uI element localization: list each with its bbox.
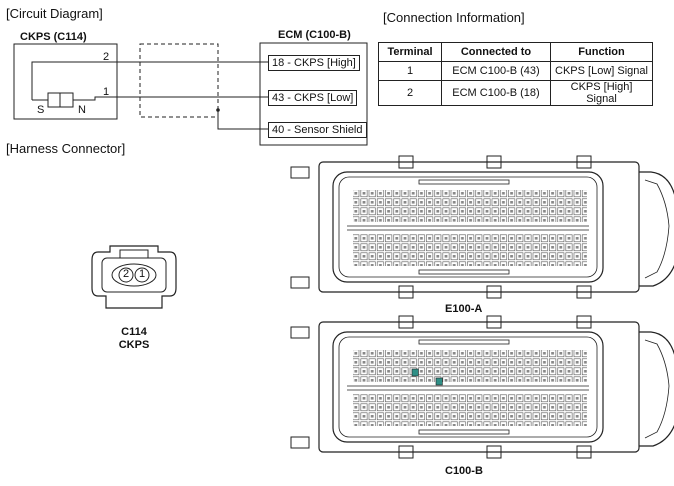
sensor-connector-latch: [119, 249, 149, 259]
connector-label-c100b: C100-B: [445, 465, 483, 477]
ecm-title: ECM (C100-B): [278, 29, 351, 41]
c100b-highlight-pin-18: [411, 368, 419, 377]
sensor-title: CKPS (C114): [20, 31, 87, 43]
circuit-diagram-heading: [Circuit Diagram]: [6, 6, 103, 21]
connection-information-heading: [Connection Information]: [383, 10, 525, 25]
th-connected-to: Connected to: [441, 42, 551, 62]
sensor-pin-1-label: 1: [103, 86, 110, 98]
table-cell: CKPS [Low] Signal: [550, 61, 653, 81]
shield-junction-dot: [216, 108, 220, 112]
ecm-pin-18: 18 - CKPS [High]: [268, 55, 360, 71]
connector-pin-2-label: 2: [123, 268, 130, 280]
sensor-connector-pin-housing: [111, 263, 157, 287]
sensor-box: [13, 43, 118, 120]
connector-pin-1-label: 1: [139, 268, 146, 280]
harness-connector-heading: [Harness Connector]: [6, 141, 126, 156]
connector-e100a: [290, 155, 674, 299]
connector-c100b: [290, 315, 674, 459]
c100b-pins-lower: [353, 394, 587, 426]
table-cell: CKPS [High] Signal: [550, 80, 653, 106]
shield-dashed-box: [139, 43, 219, 118]
sensor-pin-2-label: 2: [103, 51, 110, 63]
table-row: 2 ECM C100-B (18) CKPS [High] Signal: [378, 80, 653, 106]
sensor-pin-1-circle: [134, 267, 150, 283]
connector-label-e100a: E100-A: [445, 303, 483, 315]
e100a-pins-upper: [353, 190, 587, 222]
pole-s-label: S: [37, 104, 45, 116]
e100a-pins-lower: [353, 234, 587, 266]
c100b-highlight-pin-43: [435, 377, 443, 386]
connection-table: Terminal Connected to Function 1 ECM C10…: [378, 42, 653, 106]
wire-pin1: [73, 96, 268, 101]
ecm-box: [259, 42, 368, 146]
sensor-connector-drawing: [91, 245, 177, 309]
sensor-pin-2-circle: [118, 267, 134, 283]
c100b-pins-upper: [353, 350, 587, 382]
table-cell: 2: [378, 80, 442, 106]
ecm-pin-43: 43 - CKPS [Low]: [268, 90, 358, 106]
ecm-pin-40: 40 - Sensor Shield: [268, 122, 367, 138]
table-cell: ECM C100-B (18): [441, 80, 551, 106]
sensor-connector-outline: [91, 245, 177, 309]
sensor-connector-label-2: CKPS: [118, 339, 150, 351]
sensor-connector-label-1: C114: [121, 326, 147, 338]
wire-shield: [217, 110, 268, 130]
wire-pin2: [31, 61, 268, 92]
pole-n-label: N: [78, 104, 86, 116]
